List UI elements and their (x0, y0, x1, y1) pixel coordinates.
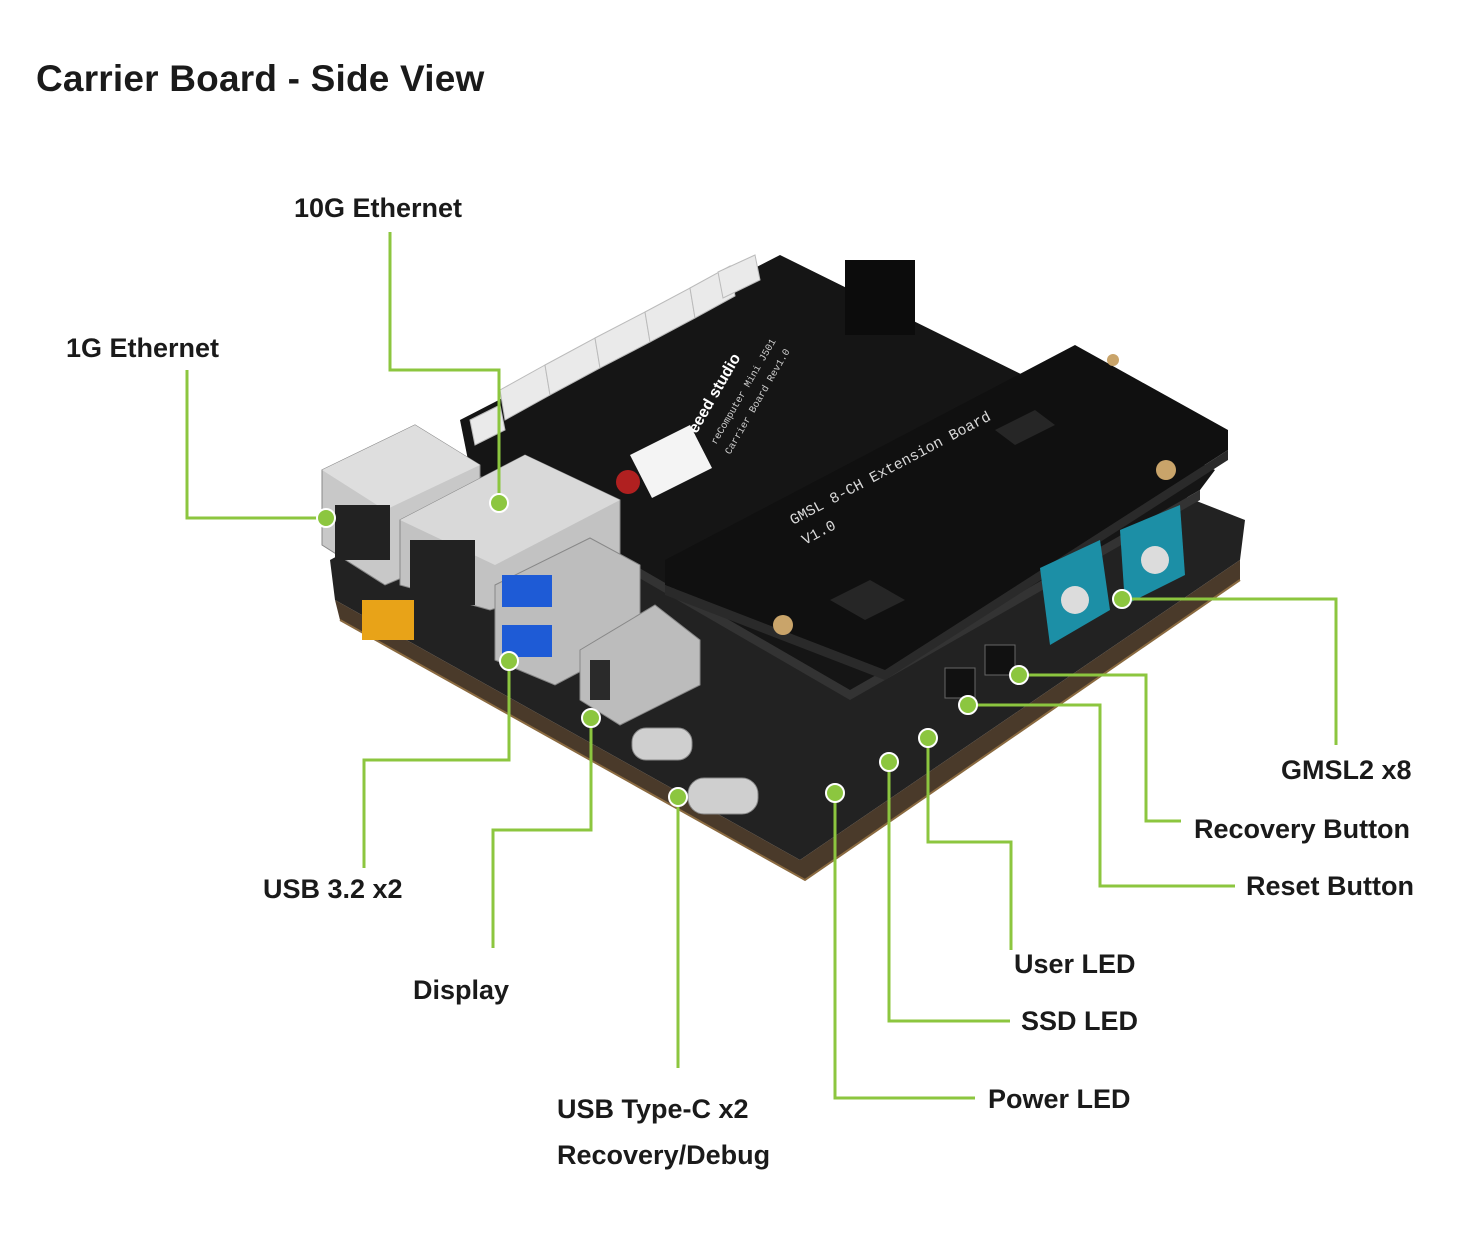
usb-type-c-ports (631, 727, 759, 815)
label-ssd-led: SSD LED (1021, 1006, 1139, 1036)
dot-recovery-button (1009, 665, 1029, 685)
power-connector (362, 600, 414, 640)
dot-usb-type-c (668, 787, 688, 807)
label-10g-ethernet: 10G Ethernet (294, 193, 463, 223)
label-gmsl2: GMSL2 x8 (1281, 755, 1412, 785)
label-recovery-debug: Recovery/Debug (557, 1140, 771, 1170)
label-usb-3-2: USB 3.2 x2 (263, 874, 403, 904)
display-port (579, 604, 701, 726)
dot-gmsl2 (1112, 589, 1132, 609)
dot-reset-button (958, 695, 978, 715)
fan-connector (845, 260, 915, 335)
reset-button-shape (944, 667, 976, 699)
label-1g-ethernet: 1G Ethernet (66, 333, 220, 363)
qr-label (630, 425, 712, 498)
label-recovery-button: Recovery Button (1194, 814, 1411, 844)
gmsl2-connectors (1040, 505, 1185, 645)
label-display: Display (413, 975, 510, 1005)
top-edge-connectors (469, 254, 761, 446)
label-usb-type-c: USB Type-C x2 (557, 1094, 749, 1124)
dot-power-led (825, 783, 845, 803)
callout-dots (316, 493, 1132, 807)
dot-ssd-led (879, 752, 899, 772)
dot-10g-ethernet (489, 493, 509, 513)
dot-1g-ethernet (316, 508, 336, 528)
capacitor (616, 470, 640, 494)
label-reset-button: Reset Button (1246, 871, 1414, 901)
callout-lines (185, 232, 1338, 1100)
dot-display (581, 708, 601, 728)
label-user-led: User LED (1014, 949, 1136, 979)
recovery-button-shape (984, 644, 1016, 676)
dot-user-led (918, 728, 938, 748)
label-power-led: Power LED (988, 1084, 1131, 1114)
page-title: Carrier Board - Side View (36, 58, 485, 99)
dot-usb-3-2 (499, 651, 519, 671)
